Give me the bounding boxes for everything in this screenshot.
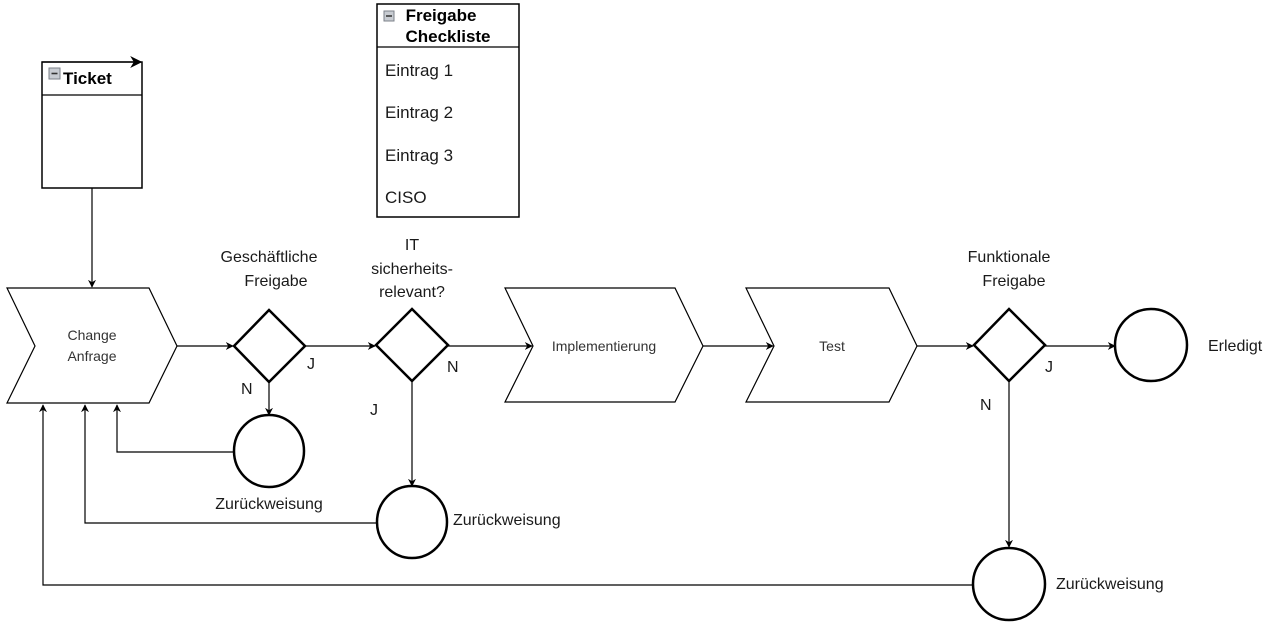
end-event-done[interactable]: Erledigt xyxy=(1113,307,1263,383)
functional-approval-yes-label: J xyxy=(1045,359,1053,376)
implementation-label: Implementierung xyxy=(552,338,656,354)
end-event-rejection-2[interactable]: Zurückweisung xyxy=(375,484,561,560)
process-implementation[interactable]: Implementierung xyxy=(504,287,704,403)
checklist-title-line2: Checkliste xyxy=(405,27,490,46)
checklist-item[interactable]: Eintrag 3 xyxy=(385,146,453,165)
functional-approval-label-line2: Freigabe xyxy=(982,273,1045,290)
done-label: Erledigt xyxy=(1208,338,1263,355)
done-circle xyxy=(1113,307,1189,383)
edge-rejection-1-back xyxy=(113,404,234,453)
minus-icon[interactable] xyxy=(48,67,61,80)
rejection-3-label: Zurückweisung xyxy=(1056,576,1164,593)
functional-approval-diamond xyxy=(972,307,1047,383)
business-approval-yes-label: J xyxy=(307,356,315,373)
business-approval-label-line1: Geschäftliche xyxy=(221,249,318,266)
checklist-title-line1: Freigabe xyxy=(406,6,477,25)
rejection-3-circle xyxy=(971,546,1047,622)
change-request-shape xyxy=(6,287,178,404)
rejection-2-circle xyxy=(375,484,449,560)
security-relevant-label-line3: relevant? xyxy=(379,284,445,301)
edge-rejection-3-back xyxy=(39,404,973,586)
security-relevant-yes-label: J xyxy=(370,402,378,419)
ticket-box xyxy=(41,61,143,189)
test-shape xyxy=(745,287,918,403)
edge-rejection-2-back xyxy=(81,404,377,524)
business-approval-diamond xyxy=(232,308,307,384)
checklist-item[interactable]: CISO xyxy=(385,188,427,207)
decision-business-approval[interactable]: Geschäftliche Freigabe J N xyxy=(221,249,318,398)
rejection-1-circle xyxy=(232,413,306,489)
security-relevant-diamond xyxy=(374,307,450,383)
decision-security-relevant[interactable]: IT sicherheits- relevant? N J xyxy=(370,237,459,419)
end-event-rejection-3[interactable]: Zurückweisung xyxy=(971,546,1164,622)
checklist-item[interactable]: Eintrag 1 xyxy=(385,61,453,80)
business-approval-label-line2: Freigabe xyxy=(244,273,307,290)
test-label: Test xyxy=(819,338,845,354)
functional-approval-no-label: N xyxy=(980,397,992,414)
change-request-label-line1: Change xyxy=(67,327,116,343)
implementation-shape xyxy=(504,287,704,403)
rejection-2-label: Zurückweisung xyxy=(453,512,561,529)
security-relevant-no-label: N xyxy=(447,359,459,376)
rejection-1-label: Zurückweisung xyxy=(215,496,323,513)
checklist-item[interactable]: Eintrag 2 xyxy=(385,103,453,122)
process-test[interactable]: Test xyxy=(745,287,918,403)
process-change-request[interactable]: Change Anfrage xyxy=(6,287,178,404)
decision-functional-approval[interactable]: Funktionale Freigabe J N xyxy=(968,249,1053,414)
end-event-rejection-1[interactable]: Zurückweisung xyxy=(215,413,323,513)
functional-approval-label-line1: Funktionale xyxy=(968,249,1051,266)
ticket-title: Ticket xyxy=(63,69,112,88)
checklist-container[interactable]: Freigabe Checkliste Eintrag 1 Eintrag 2 … xyxy=(376,3,520,218)
business-approval-no-label: N xyxy=(241,381,253,398)
checklist-box xyxy=(376,3,520,218)
security-relevant-label-line2: sicherheits- xyxy=(371,261,453,278)
ticket-container[interactable]: Ticket xyxy=(41,56,143,189)
security-relevant-label-line1: IT xyxy=(405,237,419,254)
minus-icon[interactable] xyxy=(383,10,395,22)
change-request-label-line2: Anfrage xyxy=(67,348,116,364)
